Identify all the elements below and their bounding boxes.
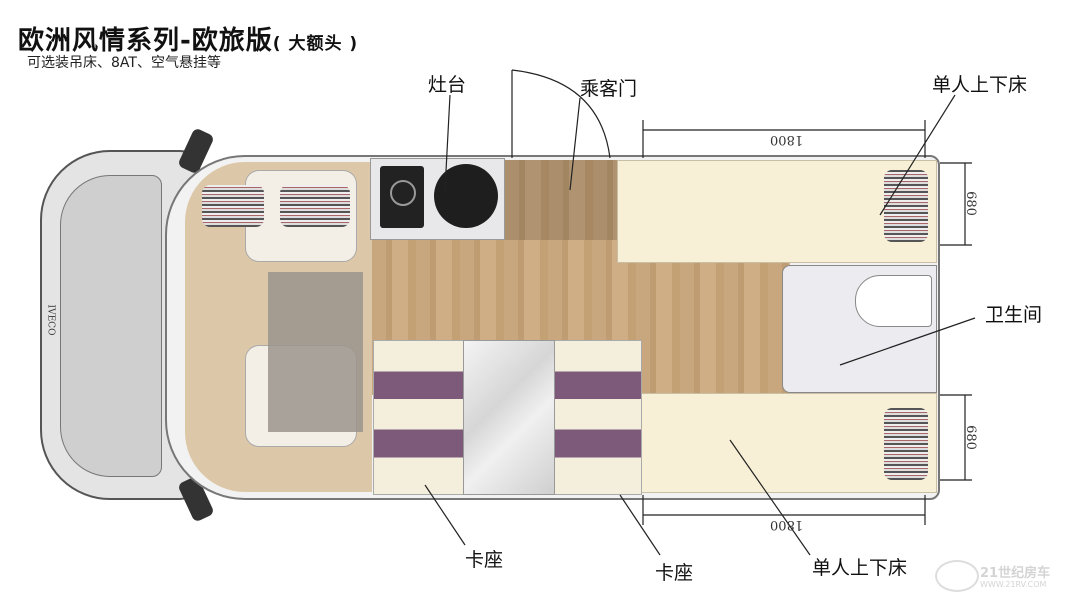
label-passenger-door: 乘客门 bbox=[580, 78, 638, 100]
cab-table bbox=[268, 272, 363, 432]
toilet bbox=[855, 275, 932, 327]
bunk-bed-top bbox=[617, 160, 937, 263]
dim-top-length: 1800 bbox=[770, 132, 804, 147]
label-bunk-top: 单人上下床 bbox=[932, 74, 1028, 96]
pillow bbox=[884, 170, 928, 242]
dinette-bench-left bbox=[373, 340, 465, 495]
page-title: 欧洲风情系列-欧旅版( 大额头 ) bbox=[18, 20, 358, 57]
pillow bbox=[280, 185, 350, 227]
label-bunk-bottom: 单人上下床 bbox=[812, 557, 908, 579]
title-suffix: ( 大额头 ) bbox=[272, 34, 359, 54]
leader-dinette-right bbox=[619, 494, 661, 556]
label-dinette-right: 卡座 bbox=[655, 562, 694, 584]
label-bathroom: 卫生间 bbox=[985, 304, 1043, 326]
sink bbox=[434, 164, 498, 228]
dim-bottom-width: 680 bbox=[962, 425, 978, 450]
pillow bbox=[884, 408, 928, 480]
watermark-brand: 21世纪房车 bbox=[980, 566, 1051, 581]
title-main: 欧洲风情系列-欧旅版 bbox=[18, 26, 273, 56]
burner bbox=[390, 180, 416, 206]
cabinet bbox=[505, 160, 617, 240]
leader-bunk-bottom bbox=[729, 439, 811, 556]
dinette-table bbox=[463, 340, 555, 495]
dim-bottom-length: 1800 bbox=[770, 517, 804, 532]
leader-dinette-left bbox=[424, 484, 466, 546]
dim-top-width: 680 bbox=[962, 191, 978, 216]
passenger-door-swing bbox=[511, 69, 611, 159]
leader-stove bbox=[444, 94, 451, 191]
leader-bunk-top bbox=[879, 94, 956, 216]
pillow bbox=[202, 185, 264, 227]
leader-door bbox=[569, 97, 581, 191]
windshield bbox=[60, 175, 162, 477]
watermark-logo bbox=[935, 560, 979, 592]
subtitle: 可选装吊床、8AT、空气悬挂等 bbox=[27, 55, 221, 71]
leader-bathroom bbox=[839, 317, 976, 366]
dinette-bench-right bbox=[552, 340, 642, 495]
label-dinette-left: 卡座 bbox=[465, 549, 504, 571]
label-stove: 灶台 bbox=[428, 74, 467, 96]
watermark-url: WWW.21RV.COM bbox=[980, 580, 1047, 589]
